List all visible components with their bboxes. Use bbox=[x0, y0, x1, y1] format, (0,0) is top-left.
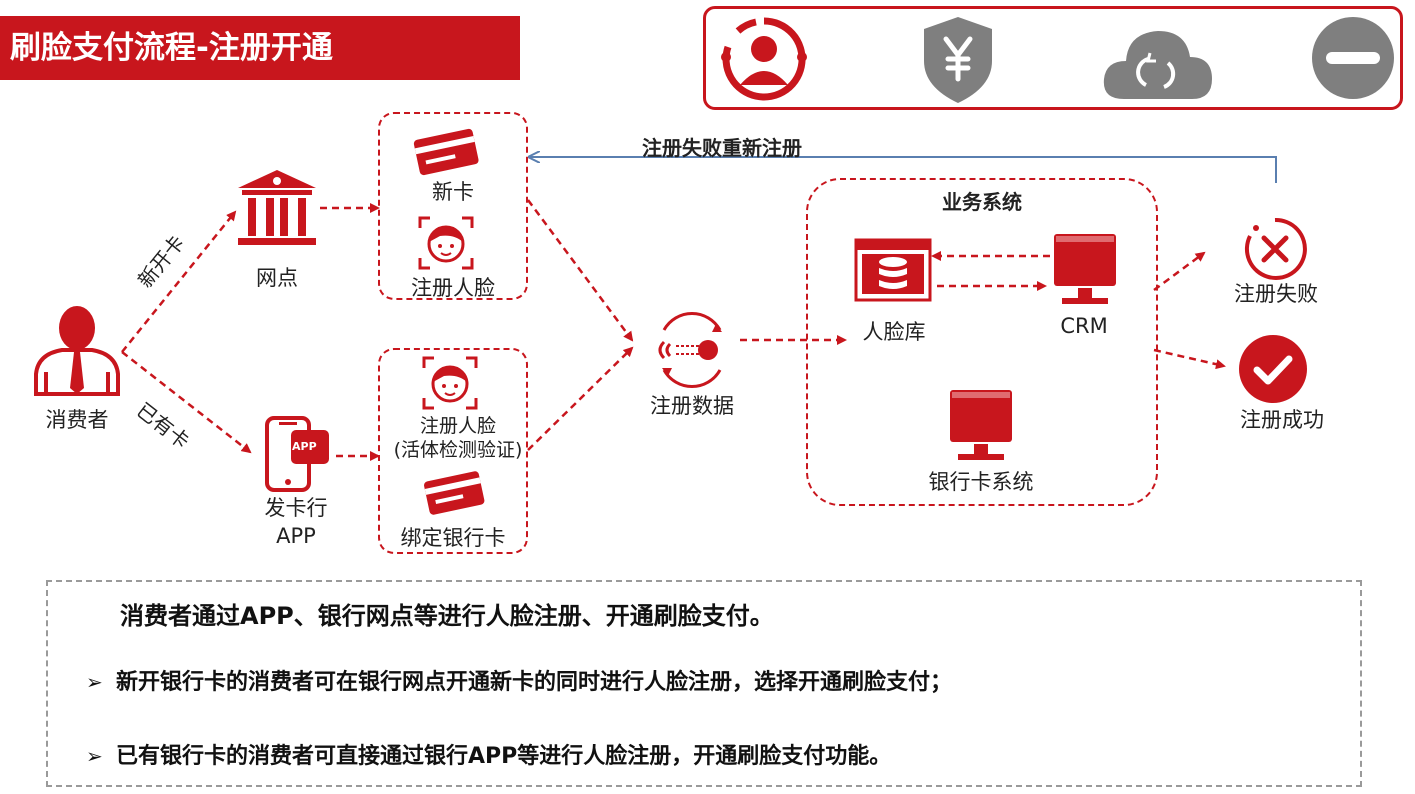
app-badge-text: APP bbox=[292, 440, 317, 453]
summary-main: 消费者通过APP、银行网点等进行人脸注册、开通刷脸支付。 bbox=[120, 602, 774, 630]
face-ring-icon bbox=[721, 17, 807, 101]
branch-label: 网点 bbox=[256, 266, 298, 290]
register-data-label: 注册数据 bbox=[650, 394, 734, 418]
consumer-icon bbox=[34, 306, 120, 396]
face-scan-icon bbox=[418, 216, 474, 270]
issuer-app-label-line2: APP bbox=[276, 524, 316, 548]
edge-system-success bbox=[1153, 348, 1226, 370]
cloud-sync-icon bbox=[1103, 31, 1212, 99]
group-existing-card bbox=[378, 348, 528, 554]
register-face-label-top: 注册人脸 bbox=[411, 276, 495, 300]
summary-bullet-1: ➢ 新开银行卡的消费者可在银行网点开通新卡的同时进行人脸注册，选择开通刷脸支付； bbox=[86, 664, 952, 696]
bullet-arrow-icon: ➢ bbox=[86, 744, 103, 768]
minus-circle-icon bbox=[1312, 17, 1394, 99]
issuer-app-label-line1: 发卡行 bbox=[264, 496, 328, 520]
success-label: 注册成功 bbox=[1240, 408, 1324, 432]
summary-bullet-2: ➢ 已有银行卡的消费者可直接通过银行APP等进行人脸注册，开通刷脸支付功能。 bbox=[86, 738, 891, 770]
business-system-group bbox=[806, 178, 1158, 506]
edge-top-data bbox=[526, 199, 634, 342]
summary-bullet-1-text: 新开银行卡的消费者可在银行网点开通新卡的同时进行人脸注册，选择开通刷脸支付； bbox=[116, 670, 953, 695]
register-face-line2: (活体检测验证) bbox=[393, 439, 523, 461]
face-db-label: 人脸库 bbox=[862, 320, 926, 344]
register-face-label-bottom: 注册人脸 (活体检测验证) bbox=[378, 414, 538, 462]
fail-label: 注册失败 bbox=[1234, 282, 1318, 306]
edge-consumer-app bbox=[121, 351, 252, 454]
top-icon-bar bbox=[703, 6, 1403, 110]
face-scan-icon bbox=[422, 356, 478, 410]
yuan-shield-icon bbox=[924, 17, 992, 103]
group-new-card bbox=[378, 112, 528, 300]
crm-label: CRM bbox=[1060, 314, 1108, 338]
business-system-title: 业务系统 bbox=[942, 190, 1022, 214]
register-face-line1: 注册人脸 bbox=[419, 415, 496, 437]
bank-card-system-label: 银行卡系统 bbox=[928, 470, 1034, 494]
bind-card-label: 绑定银行卡 bbox=[400, 526, 506, 550]
consumer-label: 消费者 bbox=[45, 408, 109, 432]
face-database-icon bbox=[854, 238, 932, 302]
edge-system-fail bbox=[1153, 251, 1206, 292]
retry-label: 注册失败重新注册 bbox=[642, 136, 802, 160]
bank-card-icon bbox=[413, 128, 479, 176]
edge-consumer-branch bbox=[121, 210, 237, 353]
issuer-app-label: 发卡行 APP bbox=[248, 494, 344, 550]
edge-retry bbox=[530, 157, 1277, 183]
crm-monitor-icon bbox=[1054, 234, 1116, 304]
bullet-arrow-icon: ➢ bbox=[86, 670, 103, 694]
edge-bottom-data bbox=[527, 346, 634, 451]
success-check-icon bbox=[1239, 335, 1307, 403]
new-card-label: 新卡 bbox=[432, 180, 474, 204]
bank-branch-icon bbox=[238, 170, 316, 245]
summary-bullet-2-text: 已有银行卡的消费者可直接通过银行APP等进行人脸注册，开通刷脸支付功能。 bbox=[116, 744, 892, 769]
bank-card-system-monitor-icon bbox=[950, 390, 1012, 460]
summary-box: 消费者通过APP、银行网点等进行人脸注册、开通刷脸支付。 ➢ 新开银行卡的消费者可… bbox=[46, 580, 1362, 787]
bank-card-icon bbox=[424, 471, 485, 515]
issuer-app-icon bbox=[265, 416, 329, 492]
page-title: 刷脸支付流程-注册开通 bbox=[0, 16, 520, 80]
data-transfer-icon bbox=[658, 312, 722, 388]
fail-x-icon bbox=[1244, 217, 1307, 280]
